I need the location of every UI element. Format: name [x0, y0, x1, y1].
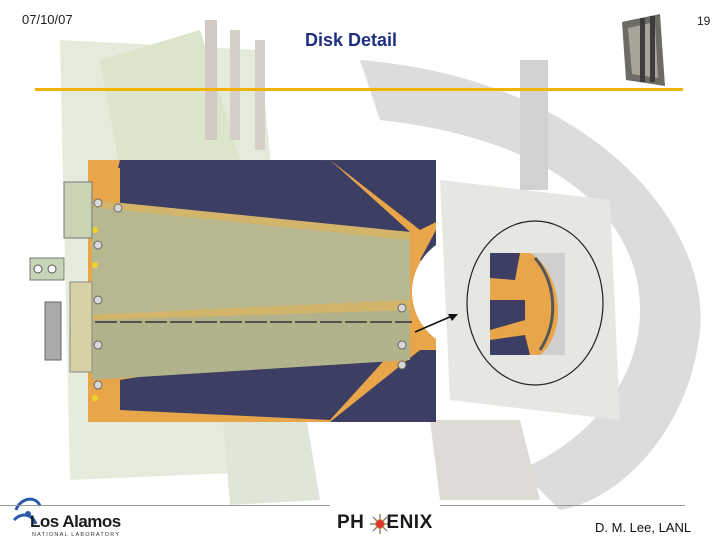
zoom-callout-ellipse: [466, 220, 604, 386]
disk-sensor-inset: [88, 160, 436, 422]
lanl-emblem: [12, 497, 42, 525]
lanl-logo-subtext: NATIONAL LABORATORY: [32, 532, 121, 538]
slide-page-number: 19: [697, 14, 711, 28]
title-underline: [35, 88, 683, 91]
phenix-logo: PH ENIX: [337, 512, 433, 534]
faded-detector-right: [360, 60, 701, 510]
zoom-detail: [466, 220, 604, 386]
disk-thumbnail: [622, 14, 665, 86]
slide-title: Disk Detail: [305, 30, 398, 50]
left-connectors: [29, 181, 93, 373]
phenix-logo-right: ENIX: [386, 512, 433, 533]
slide-author: D. M. Lee, LANL: [595, 520, 692, 535]
lanl-logo-text: Los Alamos: [30, 512, 121, 531]
footer-divider-right: [440, 505, 685, 506]
phenix-burst-icon: [370, 514, 390, 534]
phenix-logo-left: PH: [337, 512, 365, 533]
footer-divider-left: [0, 505, 330, 506]
callout-arrow: [414, 314, 458, 333]
slide-date: 07/10/07: [22, 12, 73, 27]
